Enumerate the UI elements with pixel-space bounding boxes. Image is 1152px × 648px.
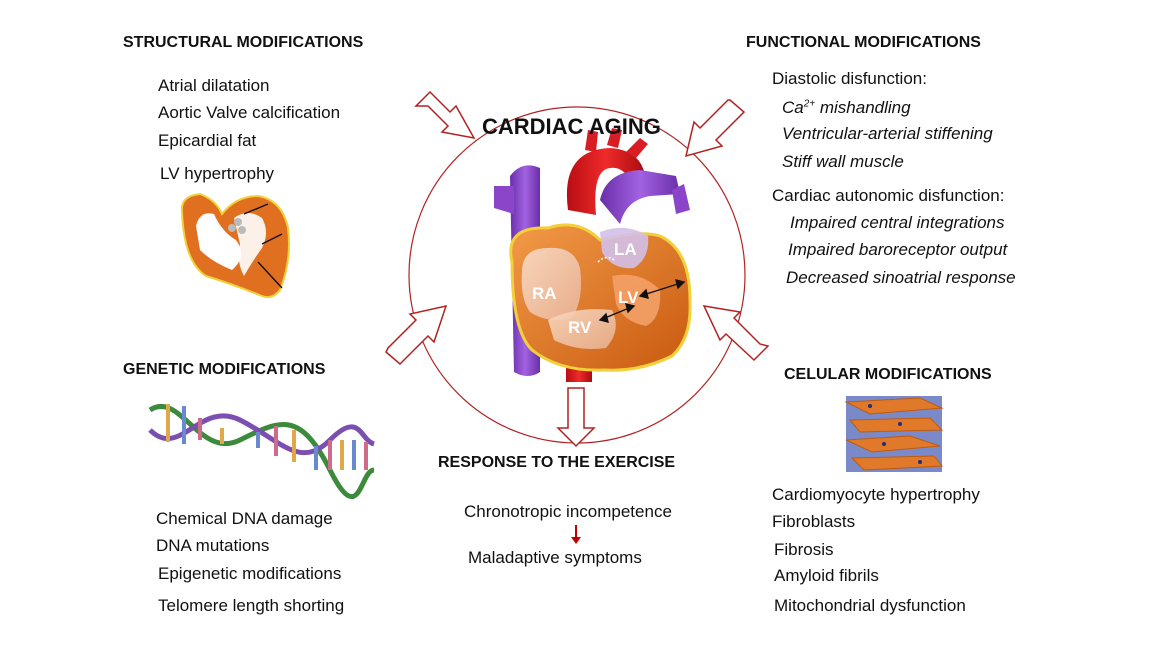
genetic-item: DNA mutations <box>156 536 270 555</box>
center-title: CARDIAC AGING <box>482 114 661 139</box>
diastolic-item-ca: Ca2+ mishandling <box>782 98 911 117</box>
heart-illustration <box>494 128 692 382</box>
diastolic-item-wall: Stiff wall muscle <box>782 152 904 171</box>
exercise-arrow-icon <box>571 525 581 544</box>
genetic-item: Chemical DNA damage <box>156 509 333 528</box>
arrow-genetic <box>385 304 448 366</box>
chamber-label-ra: RA <box>532 284 557 303</box>
diastolic-heading: Diastolic disfunction: <box>772 69 927 88</box>
structural-heading: STRUCTURAL MODIFICATIONS <box>123 34 364 51</box>
autonomic-item: Decreased sinoatrial response <box>786 268 1016 287</box>
arrow-cellular <box>702 305 770 362</box>
arrow-functional <box>684 99 746 158</box>
diastolic-item-stiffening: Ventricular-arterial stiffening <box>782 124 993 143</box>
exercise-item-maladaptive: Maladaptive symptoms <box>468 548 642 567</box>
autonomic-item: Impaired central integrations <box>790 213 1005 232</box>
cellular-item: Fibrosis <box>774 540 834 559</box>
exercise-heading: RESPONSE TO THE EXERCISE <box>438 454 676 471</box>
cardiomyocyte-tissue-image <box>844 396 944 472</box>
structural-item: Atrial dilatation <box>158 76 270 95</box>
functional-heading: FUNCTIONAL MODIFICATIONS <box>746 34 981 51</box>
cellular-item: Fibroblasts <box>772 512 856 531</box>
genetic-item: Telomere length shorting <box>158 596 345 615</box>
arrow-structural <box>414 90 476 140</box>
structural-item: Aortic Valve calcification <box>158 103 341 122</box>
dna-helix-image <box>148 404 376 500</box>
chamber-label-la: LA <box>614 240 637 259</box>
cellular-item: Mitochondrial dysfunction <box>774 596 966 615</box>
structural-item: LV hypertrophy <box>160 164 275 183</box>
genetic-item: Epigenetic modifications <box>158 564 342 583</box>
genetic-heading: GENETIC MODIFICATIONS <box>123 361 326 378</box>
cellular-item: Cardiomyocyte hypertrophy <box>772 485 980 504</box>
structural-item: Epicardial fat <box>158 131 257 150</box>
cellular-item: Amyloid fibrils <box>774 566 879 585</box>
cellular-heading: CELULAR MODIFICATIONS <box>784 366 992 383</box>
chamber-label-rv: RV <box>568 318 592 337</box>
chamber-label-lv: LV <box>618 288 639 307</box>
autonomic-heading: Cardiac autonomic disfunction: <box>772 186 1005 205</box>
exercise-item-chronotropic: Chronotropic incompetence <box>464 502 672 521</box>
heart-cross-section-image <box>180 192 290 299</box>
autonomic-item: Impaired baroreceptor output <box>788 240 1008 259</box>
arrow-exercise <box>556 387 596 448</box>
